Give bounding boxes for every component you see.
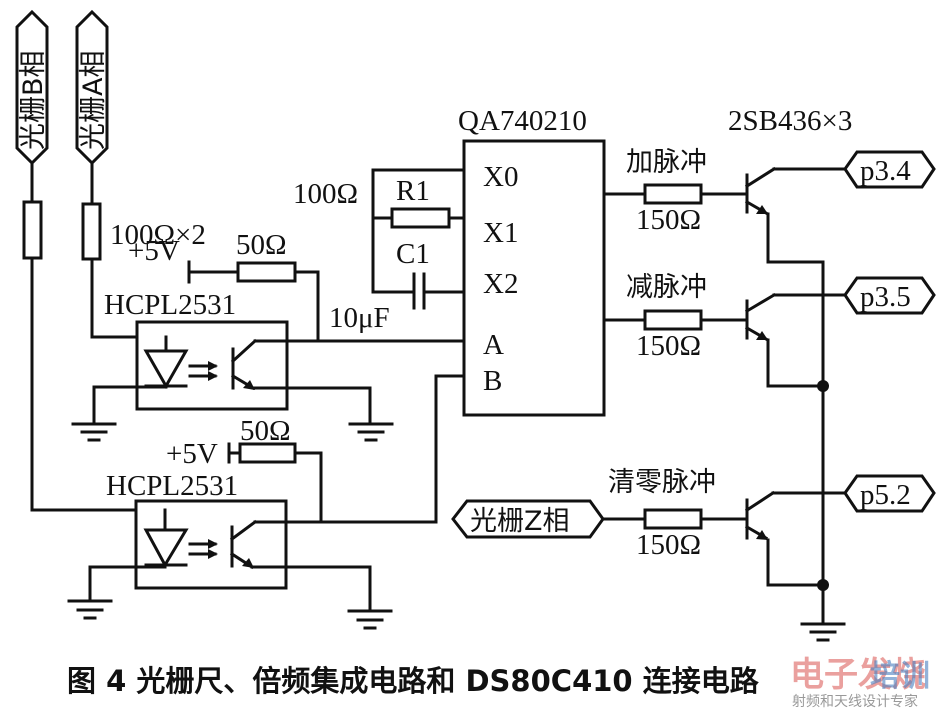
- pullup-bottom-value: 50Ω: [240, 415, 291, 447]
- port-grating-a: 光栅A相: [75, 9, 109, 166]
- optocoupler-top-label: HCPL2531: [104, 289, 236, 321]
- optocoupler-bottom-label: HCPL2531: [106, 470, 238, 502]
- port-grating-z: 光栅Z相: [451, 499, 605, 539]
- port-p52: p5.2: [843, 474, 936, 513]
- signal-sub-label: 减脉冲: [626, 272, 707, 303]
- ground-right: [800, 622, 846, 642]
- signal-add-label: 加脉冲: [626, 147, 707, 178]
- watermark-text-blue: 培训: [870, 659, 930, 694]
- pin-x0: X0: [483, 161, 518, 193]
- r1-value: 100Ω: [293, 178, 358, 210]
- transistor-clear-pulse: 清零脉冲 150Ω: [601, 467, 847, 587]
- watermark-text-red: 电子发烧: [790, 655, 926, 695]
- transistor-add-pulse: 加脉冲 150Ω: [602, 147, 847, 264]
- input-resistor-a: [81, 161, 168, 339]
- rc-network: 100Ω R1 C1 10μF: [293, 168, 466, 334]
- junction-dot: [817, 380, 829, 392]
- pin-x2: X2: [483, 268, 518, 300]
- base-res-1-value: 150Ω: [636, 204, 701, 236]
- port-grating-b: 光栅B相: [15, 9, 49, 166]
- base-res-3-value: 150Ω: [636, 529, 701, 561]
- transistor-type: 2SB436×3: [728, 105, 852, 137]
- c1-value: 10μF: [329, 302, 390, 334]
- transistor-sub-pulse: 减脉冲 150Ω: [602, 272, 847, 388]
- c1-label: C1: [396, 238, 430, 270]
- port-grating-z-label: 光栅Z相: [470, 506, 570, 537]
- pin-a: A: [483, 329, 504, 361]
- r1-label: R1: [396, 175, 430, 207]
- chip-name: QA740210: [458, 105, 587, 137]
- signal-clear-label: 清零脉冲: [608, 467, 716, 498]
- pullup-top-value: 50Ω: [236, 229, 287, 261]
- optocoupler-bottom: +5V 50Ω HCPL2531: [67, 415, 438, 630]
- port-grating-b-label: 光栅B相: [18, 50, 49, 150]
- vcc-top-label: +5V: [128, 235, 180, 267]
- figure-caption: 图 4 光栅尺、倍频集成电路和 DS80C410 连接电路: [67, 664, 760, 698]
- vcc-bottom-label: +5V: [166, 438, 218, 470]
- optocoupler-top: +5V 50Ω HCPL2531: [71, 229, 464, 442]
- pin-x1: X1: [483, 217, 518, 249]
- watermark: 电子发烧 培训 射频和天线设计专家: [790, 655, 930, 710]
- port-p35: p3.5: [843, 276, 936, 315]
- port-p34: p3.4: [843, 150, 936, 189]
- port-p35-label: p3.5: [860, 281, 911, 313]
- pin-b: B: [483, 365, 502, 397]
- port-grating-a-label: 光栅A相: [78, 51, 109, 150]
- base-res-2-value: 150Ω: [636, 330, 701, 362]
- port-p52-label: p5.2: [860, 479, 911, 511]
- input-resistors-value: 100Ω×2: [110, 219, 206, 251]
- chip-qa740210: QA740210 X0 X1 X2 A B: [434, 105, 606, 524]
- port-p34-label: p3.4: [860, 155, 911, 187]
- watermark-subtitle: 射频和天线设计专家: [792, 693, 918, 710]
